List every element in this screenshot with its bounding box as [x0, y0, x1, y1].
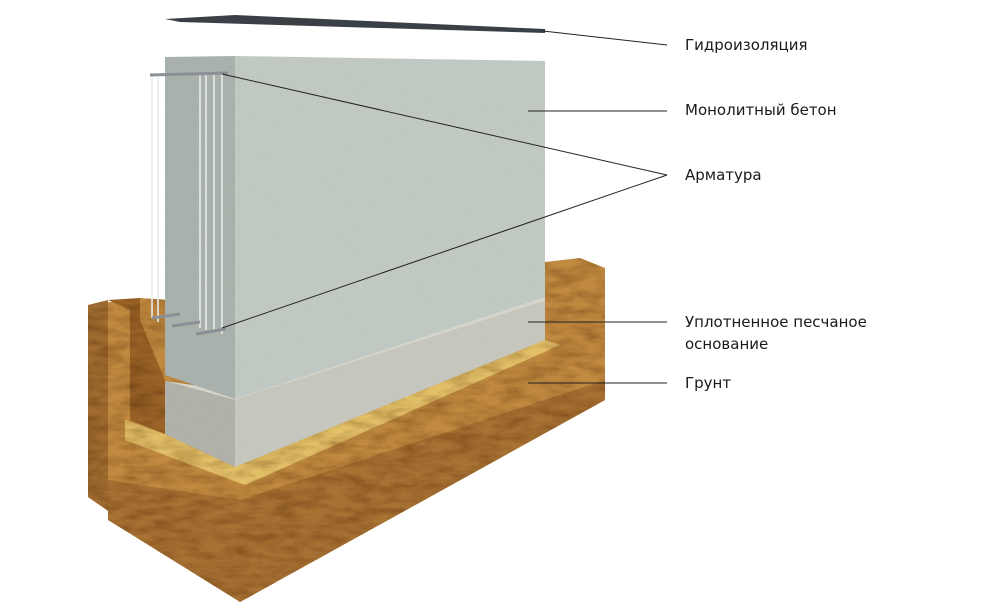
- leader-rebar-bottom: [221, 174, 668, 329]
- rebar-cage: [149, 71, 229, 336]
- label-rebar: Арматура: [685, 166, 762, 184]
- wall-front-face: [235, 56, 545, 399]
- trench-floor: [125, 340, 560, 485]
- label-soil: Грунт: [685, 374, 732, 392]
- soil-left-face: [88, 300, 240, 602]
- leader-waterproofing: [542, 30, 668, 46]
- soil-trench-wall: [108, 298, 165, 434]
- label-sand-line1: Уплотненное песчаное: [685, 313, 867, 331]
- sand-top-face: [165, 293, 545, 400]
- soil-front-face: [108, 380, 605, 602]
- sand-front-face: [235, 301, 545, 467]
- label-concrete: Монолитный бетон: [685, 101, 837, 119]
- label-sand-line2: основание: [685, 335, 769, 353]
- leader-rebar-top: [221, 73, 668, 176]
- sand-left-face: [165, 381, 235, 467]
- sand-base: [165, 293, 545, 467]
- label-waterproofing: Гидроизоляция: [685, 36, 808, 54]
- waterproofing-membrane: [165, 15, 545, 33]
- leader-lines: [221, 30, 668, 384]
